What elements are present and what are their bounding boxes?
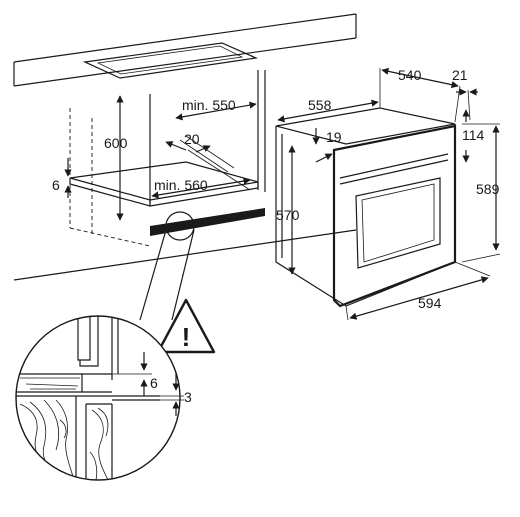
label-cabinet-height: 600 <box>104 135 128 151</box>
label-oven-top-depth: 558 <box>308 97 332 113</box>
dim-oven-depth: 540 <box>379 67 461 123</box>
dim-oven-width: 594 <box>345 261 491 321</box>
detail-magnifier <box>15 315 181 481</box>
dim-cabinet-width: min. 550 <box>175 97 257 121</box>
label-detail-gap: 6 <box>150 375 158 391</box>
label-oven-front-offset: 19 <box>326 129 342 145</box>
dim-detail-gap: 6 <box>112 352 158 396</box>
label-oven-total-height: 589 <box>476 181 500 197</box>
label-cabinet-width: min. 550 <box>182 97 236 113</box>
label-detail-gap-small: 3 <box>184 389 192 405</box>
dim-cabinet-height: 600 <box>104 95 128 221</box>
label-shelf-gap: 20 <box>184 131 200 147</box>
dim-detail-gap-small: 3 <box>160 372 192 416</box>
dim-oven-top-depth: 558 <box>277 97 379 123</box>
label-oven-width: 594 <box>418 295 442 311</box>
label-oven-height: 570 <box>276 207 300 223</box>
oven-body <box>275 107 456 307</box>
label-plinth-left: 6 <box>52 177 60 193</box>
dim-oven-height: 570 <box>276 145 300 275</box>
dim-oven-depth-offset: 21 <box>452 67 478 121</box>
label-cabinet-depth: min. 560 <box>154 177 208 193</box>
warning-exclamation: ! <box>182 322 191 352</box>
label-oven-depth: 540 <box>398 67 422 83</box>
cooktop-cutout <box>82 42 259 79</box>
dim-oven-total-height: 589 <box>461 123 501 263</box>
dim-oven-front-offset: 19 <box>312 128 342 163</box>
oven-front <box>332 124 457 308</box>
dim-plinth-left: 6 <box>52 158 72 198</box>
dim-shelf-gap: 20 <box>165 131 211 153</box>
plinth-strip <box>150 208 265 236</box>
countertop <box>13 13 357 87</box>
warning-triangle-icon: ! <box>156 298 216 354</box>
label-oven-depth-offset: 21 <box>452 67 468 83</box>
dim-oven-front-top: 114 <box>462 109 485 163</box>
dim-cabinet-depth: min. 560 <box>151 177 251 199</box>
detail-callout <box>139 211 195 321</box>
label-oven-front-top: 114 <box>462 127 485 143</box>
cabinet-outline <box>13 70 357 281</box>
